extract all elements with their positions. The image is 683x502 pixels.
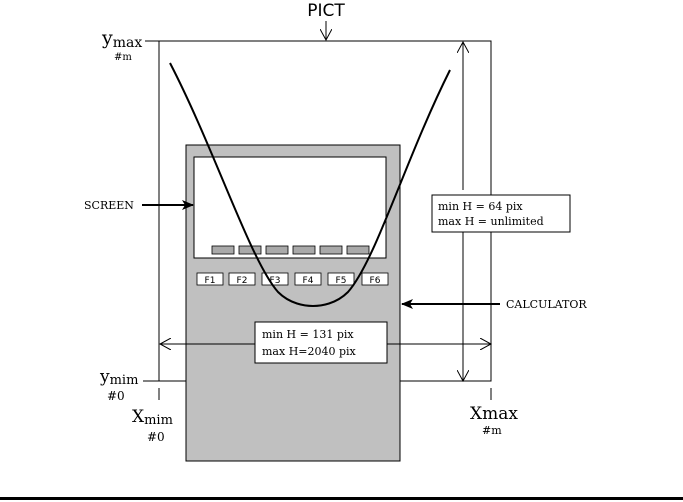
- x-max-note: #m: [482, 424, 502, 437]
- y-max-subscript: max: [113, 35, 143, 51]
- x-min-letter: X: [132, 407, 145, 427]
- function-key-row: F1 F2 F3 F4 F5 F6: [196, 272, 389, 286]
- x-min-note: #0: [147, 430, 165, 444]
- pict-title: PICT: [307, 1, 345, 21]
- softkey-6: [346, 245, 370, 255]
- function-key-label-f5: F5: [336, 276, 347, 286]
- parabola-curve: [169, 62, 451, 308]
- function-key-f4: [294, 272, 322, 286]
- x-max-label: Xmax: [470, 404, 518, 424]
- softkey-4: [292, 245, 316, 255]
- function-key-label-f2: F2: [237, 276, 248, 286]
- bottom-rule: [0, 497, 683, 500]
- width-max-text: max H=2040 pix: [262, 345, 357, 358]
- y-min-note: #0: [107, 389, 125, 403]
- function-key-label-f6: F6: [370, 276, 381, 286]
- function-key-label-f3: F3: [270, 276, 281, 286]
- width-min-text: min H = 131 pix: [262, 328, 354, 341]
- calculator-callout-label: CALCULATOR: [506, 298, 587, 311]
- height-info-box: [431, 194, 571, 233]
- width-info-box: [254, 321, 388, 364]
- y-max-note: #m: [114, 52, 132, 63]
- softkey-row: [211, 245, 370, 255]
- function-key-f6: [361, 272, 389, 286]
- function-key-f2: [228, 272, 256, 286]
- screen-callout-label: SCREEN: [84, 199, 134, 212]
- y-max-letter: y: [101, 27, 113, 49]
- y-min-letter: y: [99, 367, 110, 387]
- softkey-1: [211, 245, 235, 255]
- x-min-subscript: mim: [144, 413, 173, 428]
- y-min-subscript: mim: [110, 373, 139, 388]
- height-min-text: min H = 64 pix: [438, 200, 523, 213]
- function-key-label-f1: F1: [205, 276, 216, 286]
- function-key-f3: [261, 272, 289, 286]
- height-max-text: max H = unlimited: [438, 215, 544, 228]
- calculator-screen: [193, 156, 387, 259]
- y-min-label: ymim: [99, 367, 138, 388]
- softkey-5: [319, 245, 343, 255]
- softkey-3: [265, 245, 289, 255]
- y-max-label: ymax: [101, 27, 142, 51]
- softkey-2: [238, 245, 262, 255]
- function-key-f5: [327, 272, 355, 286]
- function-key-f1: [196, 272, 224, 286]
- function-key-label-f4: F4: [303, 276, 314, 286]
- x-min-label: Xmim: [132, 407, 173, 428]
